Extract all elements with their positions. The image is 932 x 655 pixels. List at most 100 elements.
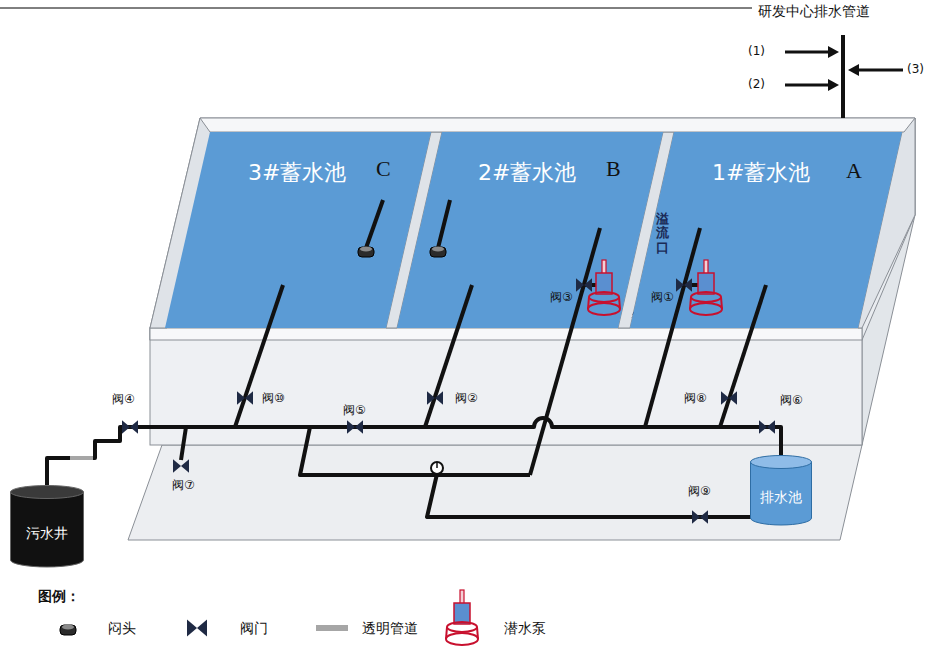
valve-label: 阀⑦ [172,478,195,492]
pipe [366,200,383,248]
valve-symbol [729,391,737,405]
water-surface [630,132,902,328]
legend-text: 透明管道 [362,620,418,637]
pipe [584,283,596,287]
valve-symbol [435,391,443,405]
pipe [300,427,530,475]
pool-letter: A [846,158,862,184]
water-surface [397,132,663,328]
top-rule [0,8,752,9]
valve-label: 阀① [651,290,674,304]
tank-top [751,456,812,469]
inflow-arrow [848,64,859,76]
valve-symbol [130,420,138,434]
storage-pool: 3#蓄水池 C [165,132,431,328]
valve-symbol [245,391,253,405]
valve-symbol [181,459,189,473]
tank-label: 排水池 [760,489,802,506]
ground-floor [128,445,862,540]
overflow-label: 溢流口 [656,212,669,255]
pipe [181,427,186,460]
pipe [366,200,383,248]
plug-symbol [360,247,372,252]
valve-label: 阀④ [112,392,135,406]
water-surface [165,132,431,328]
pump-symbol [596,273,612,294]
valve-symbol [355,420,363,434]
pipe-title: 研发中心排水管道 [758,3,870,20]
pipe [427,474,752,517]
sewage-well: 污水井 [10,485,84,567]
pump-symbol [447,622,477,632]
valve-symbol [122,420,130,434]
pump-symbol [460,590,464,604]
valve-symbol [684,278,692,292]
valve-label: 阀⑩ [262,391,285,405]
inflow-arrow [858,69,903,72]
tank-body [751,462,812,525]
pool-name: 2#蓄水池 [478,160,576,186]
pump-symbol [589,292,619,302]
legend-text: 闷头 [108,620,136,637]
front-rim [150,328,862,340]
legend-text: 阀门 [240,620,268,637]
pool-pipes [181,200,766,517]
pipe [427,474,752,517]
valve-symbol [676,278,684,292]
pump-symbol [690,303,722,315]
pipe [425,285,472,427]
inflow-arrow [828,79,839,91]
pipe [530,228,600,475]
plug-symbol [432,247,444,252]
inflow-arrow [828,46,839,58]
pipe [427,474,752,517]
drain-tank: 排水池 [750,455,812,525]
pipe [181,427,186,460]
inlet-number: (1) [748,44,765,58]
pipe [427,474,752,517]
top-rim [200,118,915,132]
plug-symbol [430,247,446,257]
pump-symbol [704,260,708,274]
outfall-pipe [841,35,845,118]
storage-pool: 2#蓄水池 B [397,132,663,328]
valve-label: 阀⑥ [780,393,803,407]
pipe [425,285,472,427]
plug-symbol [60,625,76,635]
pipe [300,427,530,475]
valve-label: 阀⑨ [688,484,711,498]
pool-name: 3#蓄水池 [248,160,346,186]
valve-symbol [759,420,767,434]
plug-symbol [62,625,74,630]
pool-letter: B [606,156,621,182]
inflow-arrow [785,51,830,54]
valve-symbol [173,459,181,473]
valve-label: 阀⑧ [684,391,707,405]
valve-symbol [427,391,435,405]
valve-label: 阀② [455,391,478,405]
pump-symbol [691,292,721,302]
pipe [366,200,383,248]
legend-heading: 图例： [38,588,80,605]
pump-symbol [698,273,714,294]
valve-symbol [187,620,197,637]
valve-symbol [347,420,355,434]
pump-symbol [588,303,620,315]
tank-label: 污水井 [26,525,68,542]
inflow-arrow [785,84,830,87]
pump-symbol [446,633,478,645]
valve-symbol [767,420,775,434]
pipe [235,285,283,427]
inlet-number: (2) [748,77,765,91]
legend-text: 潜水泵 [504,620,546,637]
inlet-number: (3) [907,62,924,76]
valve-symbol [692,510,700,524]
valve-symbol [237,391,245,405]
tank-body [11,492,84,567]
pump-symbol [454,603,470,624]
valve-symbol [576,278,584,292]
pipe [438,200,450,248]
pool-letter: C [376,156,391,182]
legend-transparent-pipe [316,625,348,631]
